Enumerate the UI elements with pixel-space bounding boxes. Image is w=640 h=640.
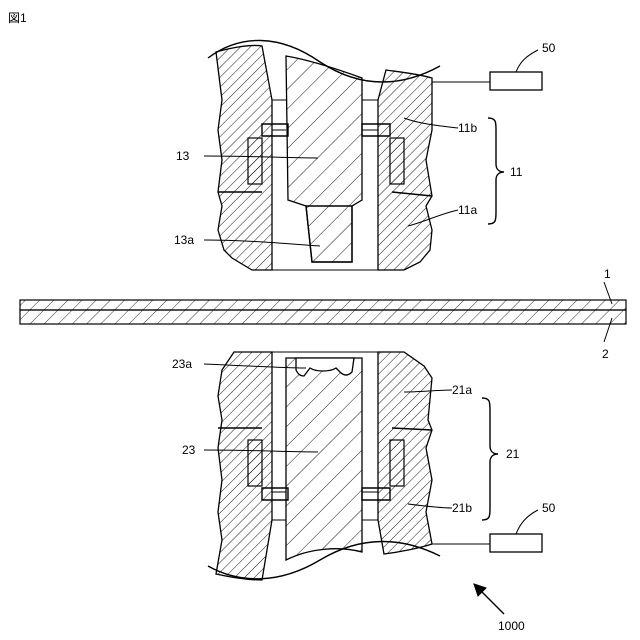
label-1000: 1000 [498,619,525,633]
label-11: 11 [510,165,523,179]
label-sheet-2: 2 [602,347,609,361]
label-13: 13 [176,149,190,163]
assembly-arrow [474,584,504,614]
sheet-1 [20,300,626,310]
upper-controller-box [490,72,542,90]
label-sheet-1: 1 [604,267,611,281]
label-21a: 21a [452,383,472,397]
upper-cup-left [248,138,262,184]
lower-holder-right [378,352,432,554]
label-21: 21 [506,447,520,461]
label-21b: 21b [452,501,472,515]
upper-electrode [208,40,440,270]
label-13a: 13a [174,233,194,247]
upper-cup-right [390,138,404,184]
label-11b: 11b [458,121,477,135]
upper-holder-left [216,45,272,270]
label-23: 23 [182,443,196,457]
label-23a: 23a [172,357,192,371]
lower-shank [286,358,362,560]
lower-cup-left [248,440,262,486]
lower-electrode [208,352,440,580]
label-11a: 11a [458,203,477,217]
lower-holder-left [216,352,272,580]
sheet-2 [20,310,626,324]
lower-controller-label: 50 [542,501,556,515]
upper-shank [286,56,362,262]
upper-holder-right [378,70,432,270]
workpiece-sheets [20,300,626,324]
upper-controller-label: 50 [542,41,556,55]
lower-controller-box [490,534,542,552]
figure-title: 図1 [8,11,27,25]
lower-cup-right [390,440,404,486]
